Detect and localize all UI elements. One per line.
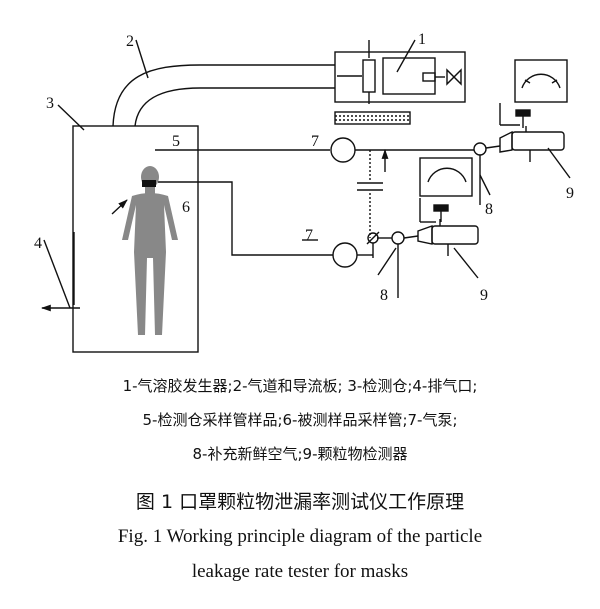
label-exhaust: 4: [34, 235, 42, 252]
label-pump-lower: 7: [305, 227, 313, 244]
schematic-diagram: 1 2 3 4 5 6 7 7 8 8 9 9: [34, 31, 574, 353]
particle-detector-lower: [431, 225, 479, 245]
generator-component: [422, 72, 436, 82]
particle-detector-upper: [511, 131, 565, 151]
legend-line-2: 5-检测仓采样管样品;6-被测样品采样管;7-气泵;: [142, 411, 458, 429]
valve-icon: [446, 68, 462, 86]
label-pump-upper: 7: [311, 133, 319, 150]
fresh-air-inlet-lower: [391, 231, 405, 245]
legend-line-3: 8-补充新鲜空气;9-颗粒物检测器: [192, 445, 408, 463]
aerosol-generator: [334, 51, 466, 103]
generator-nozzle: [362, 59, 376, 93]
gauge-display-lower: [419, 157, 473, 197]
air-pump-upper: [330, 137, 356, 163]
label-fresh-air-lower: 8: [380, 287, 388, 304]
label-aerosol-generator: 1: [418, 31, 426, 48]
human-figure: [122, 166, 178, 335]
label-chamber-sample: 5: [172, 133, 180, 150]
gauge-display-upper: [514, 59, 568, 103]
deflector-plate: [334, 111, 411, 125]
fresh-air-inlet-upper: [473, 142, 487, 156]
label-detector-upper: 9: [566, 185, 574, 202]
label-fresh-air-upper: 8: [485, 201, 493, 218]
generator-inner-box: [382, 57, 436, 95]
legend-line-1: 1-气溶胶发生器;2-气道和导流板; 3-检测仓;4-排气口;: [122, 377, 478, 395]
figure-title-en-line2: leakage rate tester for masks: [191, 561, 409, 582]
mask-icon: [142, 180, 156, 187]
figure-title-en-line1: Fig. 1 Working principle diagram of the …: [117, 526, 483, 547]
label-detector-lower: 9: [480, 287, 488, 304]
air-duct: [112, 64, 335, 127]
figure-title-cn: 图 1 口罩颗粒物泄漏率测试仪工作原理: [135, 491, 465, 513]
air-pump-lower: [332, 242, 358, 268]
label-detection-chamber: 3: [46, 95, 54, 112]
label-mask-sample: 6: [182, 199, 190, 216]
label-air-duct: 2: [126, 33, 134, 50]
